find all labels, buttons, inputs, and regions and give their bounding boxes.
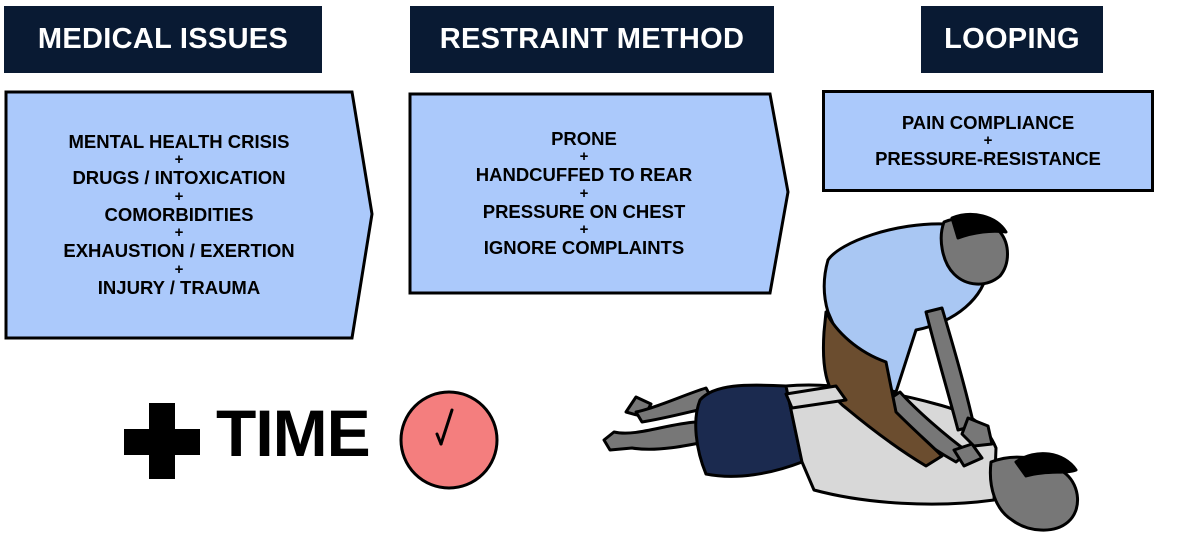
restraint-item: PRONE: [551, 128, 617, 151]
looping-item: PAIN COMPLIANCE: [902, 112, 1074, 135]
looping-box: PAIN COMPLIANCE + PRESSURE-RESISTANCE: [822, 90, 1154, 192]
medical-issues-box: MENTAL HEALTH CRISIS + DRUGS / INTOXICAT…: [4, 90, 374, 340]
plus-icon: [124, 403, 204, 483]
medical-item: EXHAUSTION / EXERTION: [63, 240, 294, 263]
plus-separator: +: [580, 187, 589, 201]
header-restraint-method: RESTRAINT METHOD: [410, 6, 774, 73]
plus-separator: +: [984, 134, 993, 148]
plus-separator: +: [580, 223, 589, 237]
restraint-item: IGNORE COMPLAINTS: [484, 237, 684, 260]
looping-item: PRESSURE-RESISTANCE: [875, 148, 1101, 171]
plus-separator: +: [175, 226, 184, 240]
plus-separator: +: [175, 263, 184, 277]
restraint-item: PRESSURE ON CHEST: [483, 201, 686, 224]
medical-item: INJURY / TRAUMA: [98, 277, 260, 300]
plus-time-group: TIME: [124, 385, 504, 495]
medical-item: COMORBIDITIES: [104, 204, 253, 227]
medical-item: DRUGS / INTOXICATION: [72, 167, 285, 190]
medical-item: MENTAL HEALTH CRISIS: [69, 131, 290, 154]
restraint-illustration: [596, 212, 1116, 548]
plus-separator: +: [175, 190, 184, 204]
header-medical-issues: MEDICAL ISSUES: [4, 6, 322, 73]
time-label: TIME: [216, 393, 370, 473]
plus-separator: +: [580, 150, 589, 164]
clock-icon: [394, 385, 504, 495]
plus-separator: +: [175, 153, 184, 167]
restraint-item: HANDCUFFED TO REAR: [476, 164, 693, 187]
header-looping: LOOPING: [921, 6, 1103, 73]
